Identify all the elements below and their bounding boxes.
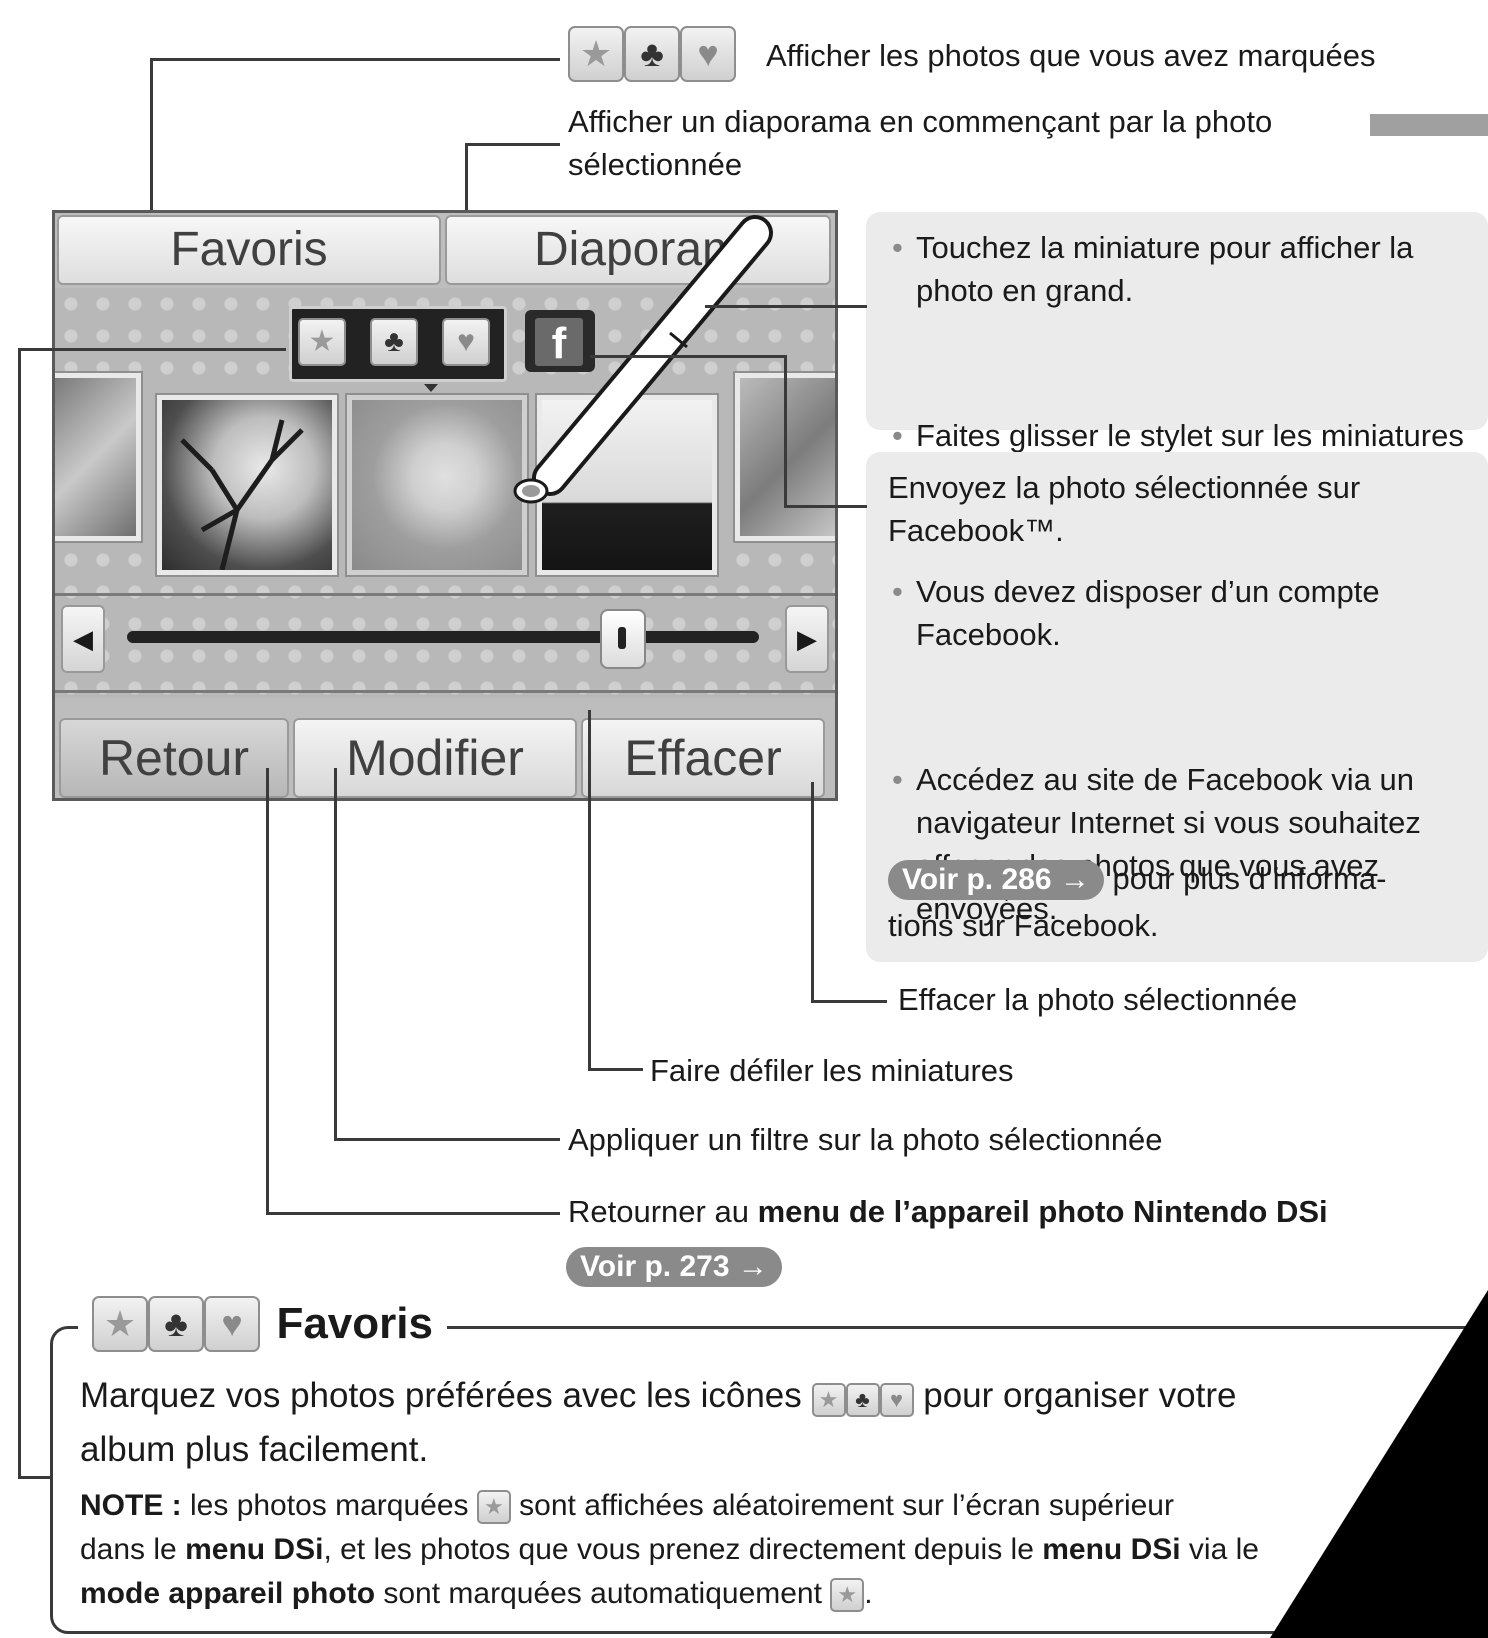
stylus-icon xyxy=(513,215,773,504)
note-text: . xyxy=(864,1577,873,1610)
scroll-thumb[interactable] xyxy=(600,609,646,669)
facebook-more-info: Voir p. 286 → pour plus d’informa- xyxy=(888,857,1468,900)
callout-scroll: Faire défiler les miniatures xyxy=(650,1053,1014,1088)
note-text: sont marquées automatiquement xyxy=(375,1577,831,1610)
star-icon: ★ xyxy=(92,1296,148,1352)
scroll-thumb-grip xyxy=(618,627,626,649)
heart-icon: ♥ xyxy=(204,1296,260,1352)
club-filter-icon[interactable]: ♣ xyxy=(370,318,418,366)
intro-text-2: pour organiser votre xyxy=(913,1376,1237,1415)
star-icon: ★ xyxy=(811,1382,846,1417)
favoris-box-header: ★♣♥ Favoris xyxy=(78,1296,447,1352)
note-camera-mode: mode appareil photo xyxy=(80,1577,376,1610)
leader-line xyxy=(18,1476,52,1479)
club-icon: ♣ xyxy=(624,26,680,82)
leader-line xyxy=(811,1000,887,1003)
see-page-273-link-wrap: Voir p. 273 → xyxy=(566,1247,782,1287)
leader-line xyxy=(811,782,814,1002)
star-filter-icon[interactable]: ★ xyxy=(298,318,346,366)
club-icon: ♣ xyxy=(148,1296,204,1352)
leader-line xyxy=(465,143,560,146)
return-text: Retourner au xyxy=(568,1194,758,1229)
tab-marker xyxy=(1370,114,1488,136)
note-menu-dsi: menu DSi xyxy=(1042,1533,1181,1566)
leader-line xyxy=(266,768,269,1214)
callout-delete: Effacer la photo sélectionnée xyxy=(898,982,1298,1017)
more-info-text: pour plus d’informa- xyxy=(1103,861,1387,896)
leader-line xyxy=(266,1212,560,1215)
note-text: dans le xyxy=(80,1533,186,1566)
facebook-button[interactable]: f xyxy=(525,310,595,372)
leader-line xyxy=(334,1138,560,1141)
favoris-box-note: NOTE : les photos marquées ★ sont affich… xyxy=(80,1484,1470,1616)
leader-line xyxy=(18,348,21,1478)
intro-text-3: album plus facilement. xyxy=(80,1429,429,1469)
facebook-info-panel: Envoyez la photo sélectionnée sur Facebo… xyxy=(866,452,1488,962)
see-page-273-link[interactable]: Voir p. 273 → xyxy=(566,1247,782,1287)
leader-line xyxy=(18,348,286,351)
favoris-box-title: Favoris xyxy=(276,1299,433,1348)
effacer-button[interactable]: Effacer xyxy=(581,718,825,798)
callout-filter: Appliquer un filtre sur la photo sélecti… xyxy=(568,1122,1163,1157)
see-page-286-link[interactable]: Voir p. 286 → xyxy=(888,860,1104,900)
leader-line xyxy=(150,58,560,61)
heart-filter-icon[interactable]: ♥ xyxy=(442,318,490,366)
scroll-bar-area xyxy=(55,593,835,693)
leader-line xyxy=(590,355,786,358)
note-menu-dsi: menu DSi xyxy=(185,1533,324,1566)
scroll-right-button[interactable]: ▶ xyxy=(785,605,829,673)
facebook-icon: f xyxy=(535,318,583,368)
thumbnail-left-partial[interactable] xyxy=(55,373,141,541)
thumbnail-tree[interactable] xyxy=(157,395,337,575)
facebook-intro: Envoyez la photo sélectionnée sur Facebo… xyxy=(888,470,1361,548)
thumbnail-selected[interactable] xyxy=(347,395,527,575)
touch-bullet-1: Touchez la miniature pour afficher la ph… xyxy=(888,226,1476,312)
intro-text-1: Marquez vos photos préférées avec les ic… xyxy=(80,1376,812,1415)
leader-line xyxy=(784,505,867,508)
note-text: via le xyxy=(1180,1533,1259,1566)
star-icon: ★ xyxy=(830,1578,865,1613)
tree-branches xyxy=(180,419,304,571)
marker-icons-inline: ★♣♥ xyxy=(811,1372,914,1424)
facebook-bullet-1: Vous devez disposer d’un compte Facebook… xyxy=(888,570,1476,656)
note-text: les photos marquées xyxy=(181,1489,477,1522)
retour-button[interactable]: Retour xyxy=(59,718,289,798)
heart-icon: ♥ xyxy=(879,1382,914,1417)
touch-info-panel: Touchez la miniature pour afficher la ph… xyxy=(866,212,1488,496)
leader-line xyxy=(588,710,591,1070)
corner-decoration xyxy=(1270,1290,1488,1638)
more-info-text-2: tions sur Facebook. xyxy=(888,908,1159,943)
star-icon: ★ xyxy=(476,1490,511,1525)
return-target: menu de l’appareil photo Nintendo DSi xyxy=(757,1194,1328,1229)
leader-line xyxy=(705,305,867,308)
marker-filter-strip: ★ ♣ ♥ xyxy=(289,306,507,382)
album-screen: Favoris Diaporam ★ ♣ ♥ f ◀ ▶ Retour Modi… xyxy=(52,210,838,801)
leader-line xyxy=(334,768,337,1140)
leader-line xyxy=(784,355,787,507)
marker-icons-top: ★♣♥ xyxy=(568,26,736,82)
heart-icon: ♥ xyxy=(680,26,736,82)
star-icon: ★ xyxy=(568,26,624,82)
leader-line xyxy=(588,1068,643,1071)
favoris-button[interactable]: Favoris xyxy=(57,215,441,285)
club-icon: ♣ xyxy=(845,1382,880,1417)
selection-pointer-icon xyxy=(424,384,438,392)
note-label: NOTE : xyxy=(80,1489,182,1522)
leader-line xyxy=(465,143,468,218)
modifier-button[interactable]: Modifier xyxy=(293,718,577,798)
callout-slideshow: Afficher un diaporama en commençant par … xyxy=(568,104,1273,182)
note-text: sont affichées aléatoirement sur l’écran… xyxy=(510,1489,1174,1522)
scroll-left-button[interactable]: ◀ xyxy=(61,605,105,673)
callout-marked-photos: Afficher les photos que vous avez marqué… xyxy=(766,38,1376,73)
callout-return: Retourner au menu de l’appareil photo Ni… xyxy=(568,1190,1328,1233)
leader-line xyxy=(150,58,153,218)
note-text: , et les photos que vous prenez directem… xyxy=(323,1533,1043,1566)
favoris-box-intro: Marquez vos photos préférées avec les ic… xyxy=(80,1370,1470,1476)
scroll-track[interactable] xyxy=(127,631,759,643)
